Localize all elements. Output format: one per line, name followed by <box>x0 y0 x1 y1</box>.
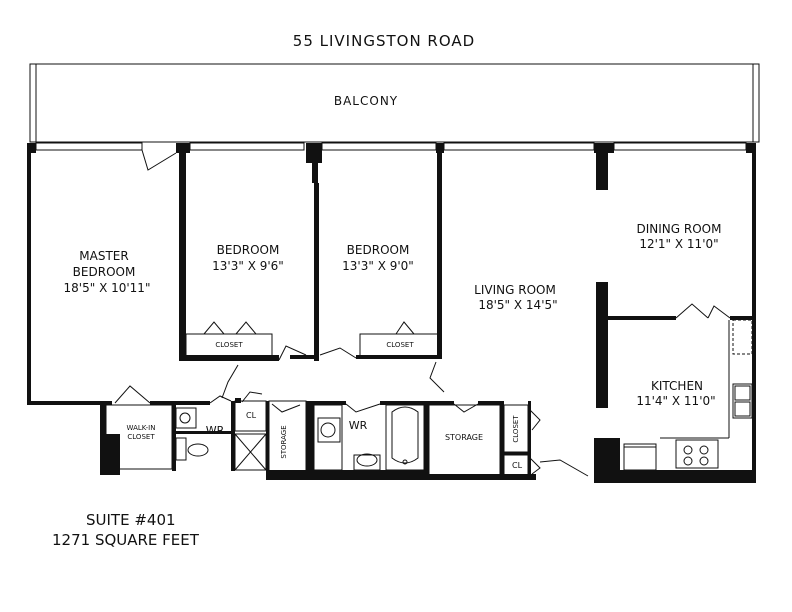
walk-in-closet-label-1: WALK-IN <box>126 424 156 432</box>
bathroom-1-fixtures <box>175 407 267 471</box>
washroom-1-label: WR <box>205 424 225 437</box>
living-room-dims: 18'5" X 14'5" <box>478 298 558 312</box>
master-bedroom-dims: 18'5" X 10'11" <box>63 281 151 295</box>
living-room-label: LIVING ROOM <box>474 283 556 297</box>
address-title: 55 LIVINGSTON ROAD <box>292 32 476 50</box>
bedroom-2-label: BEDROOM <box>216 243 280 257</box>
hall-storage-label: STORAGE <box>280 425 288 459</box>
balcony-outline <box>29 63 760 143</box>
bathroom-2-fixtures <box>313 404 425 471</box>
windows <box>35 142 747 151</box>
square-footage: 1271 SQUARE FEET <box>52 531 199 549</box>
hall-closet-label: CL <box>245 411 257 420</box>
interior-walls <box>27 153 756 480</box>
exterior-walls <box>27 143 756 483</box>
dining-room-dims: 12'1" X 11'0" <box>639 237 719 251</box>
door-swings <box>114 149 731 477</box>
master-bedroom-label-1: MASTER <box>79 249 129 263</box>
master-bedroom-label-2: BEDROOM <box>72 265 136 279</box>
walk-in-closet-label-2: CLOSET <box>127 433 155 441</box>
closet-outlines <box>105 333 529 480</box>
suite-number: SUITE #401 <box>86 511 176 529</box>
bedroom-3-dims: 13'3" X 9'0" <box>342 259 414 273</box>
vertical-closet-label: CLOSET <box>512 415 520 443</box>
closet-label-bedroom-2: CLOSET <box>215 341 243 349</box>
bedroom-3-label: BEDROOM <box>346 243 410 257</box>
closet-label-bedroom-3: CLOSET <box>386 341 414 349</box>
entry-closet-label: CL <box>511 461 523 470</box>
bedroom-2-dims: 13'3" X 9'6" <box>212 259 284 273</box>
kitchen-dims: 11'4" X 11'0" <box>636 394 716 408</box>
dining-room-label: DINING ROOM <box>636 222 722 236</box>
kitchen-fixtures <box>623 319 753 471</box>
kitchen-label: KITCHEN <box>651 379 703 393</box>
storage-label: STORAGE <box>444 433 484 442</box>
washroom-2-label: WR <box>348 419 368 432</box>
balcony-label: BALCONY <box>333 94 399 108</box>
